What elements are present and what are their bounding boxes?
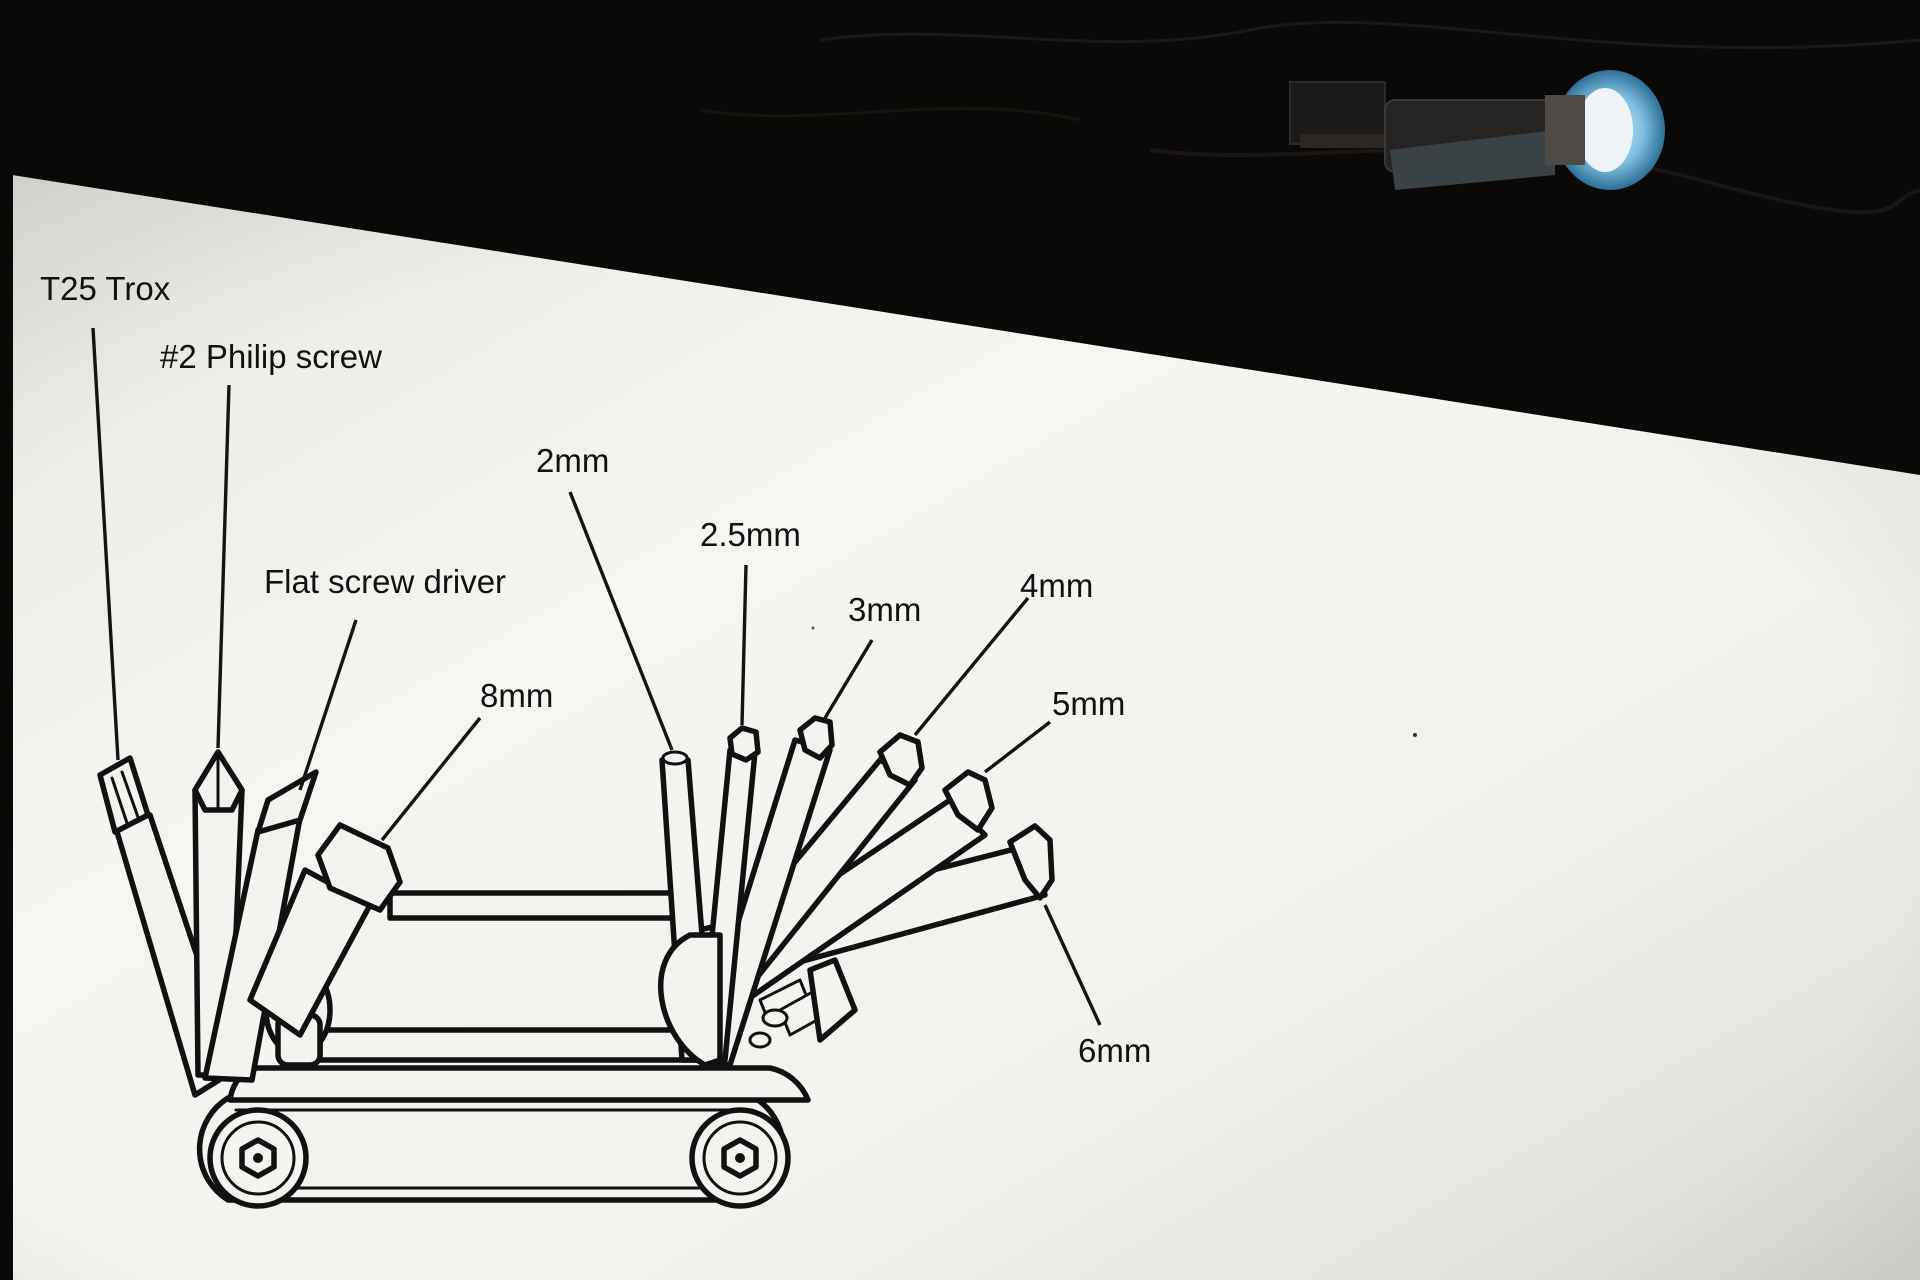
right-axle: [657, 932, 858, 1068]
metal-object: [1289, 70, 1665, 190]
multitool-drawing: [97, 715, 1055, 1209]
label-6mm: 6mm: [1078, 1032, 1151, 1069]
labels: T25 Trox #2 Philip screw Flat screw driv…: [40, 270, 1151, 1069]
leader-3mm: [823, 639, 874, 719]
leader-lines: [91, 327, 1102, 1026]
leader-4mm: [913, 596, 1030, 737]
label-3mm: 3mm: [848, 591, 921, 628]
leader-t25: [91, 327, 120, 761]
label-philip-screw: #2 Philip screw: [160, 338, 382, 375]
leader-2mm: [568, 491, 674, 751]
label-5mm: 5mm: [1052, 685, 1125, 722]
leader-flat: [298, 619, 358, 791]
label-8mm: 8mm: [480, 677, 553, 714]
label-4mm: 4mm: [1020, 567, 1093, 604]
label-t25-trox: T25 Trox: [40, 270, 171, 307]
label-flat-screwdriver: Flat screw driver: [264, 563, 506, 600]
leader-6mm: [1043, 904, 1102, 1026]
label-2-5mm: 2.5mm: [700, 516, 801, 553]
leader-2-5mm: [740, 564, 748, 726]
hex-8mm: [247, 822, 403, 1038]
leader-5mm: [983, 720, 1052, 774]
leader-8mm: [380, 716, 482, 842]
leader-philip: [216, 384, 231, 749]
dark-texture: [819, 20, 1920, 50]
label-2mm: 2mm: [536, 442, 609, 479]
